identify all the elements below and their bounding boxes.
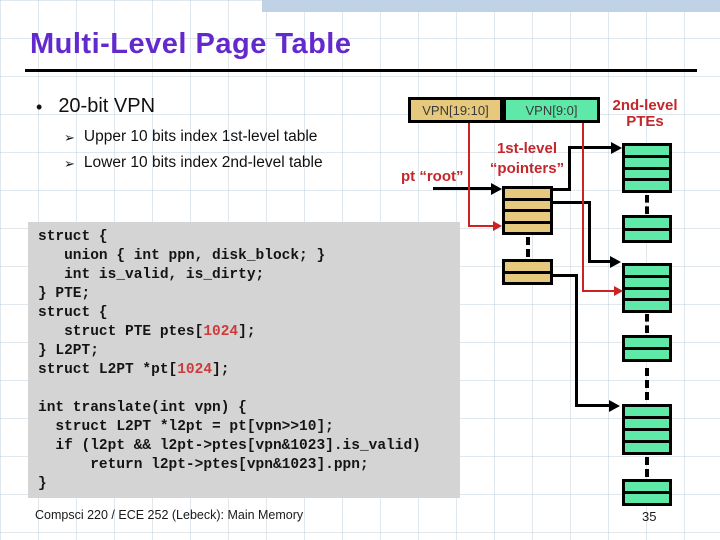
second-level-pte-table-3 xyxy=(622,404,672,455)
sub-bullet-lower-bits: ➢ Lower 10 bits index 2nd-level table xyxy=(64,154,323,173)
bullet-dot-icon: • xyxy=(36,97,43,117)
second-level-pte-table-2-more xyxy=(622,335,672,362)
arrow-l1-to-pte1-seg xyxy=(568,146,612,149)
sub-bullet-label: Lower 10 bits index 2nd-level table xyxy=(83,154,323,171)
table-row xyxy=(505,273,550,282)
ellipsis-dash xyxy=(645,457,649,477)
sub-bullet-upper-bits: ➢ Upper 10 bits index 1st-level table xyxy=(64,128,317,147)
table-row xyxy=(625,146,669,155)
table-row xyxy=(625,419,669,428)
code-line: int translate(int vpn) { xyxy=(38,400,247,416)
table-row xyxy=(625,431,669,440)
table-row xyxy=(505,200,550,209)
vpn-high-bits-label: VPN[19:10] xyxy=(422,102,489,118)
table-row xyxy=(625,277,669,287)
arrow-l1-to-pte1-seg xyxy=(568,146,571,191)
pt-root-label: pt “root” xyxy=(401,168,464,185)
table-row xyxy=(625,301,669,310)
table-row xyxy=(625,482,669,491)
table-row xyxy=(625,230,669,240)
table-row xyxy=(625,218,669,228)
table-row xyxy=(625,338,669,347)
code-line: struct { xyxy=(38,305,108,321)
code-line: } PTE; xyxy=(38,286,91,302)
code-line: struct L2PT *pt[1024]; xyxy=(38,362,230,378)
arrow-pt-root-to-l1 xyxy=(433,187,491,190)
slide-page-number: 35 xyxy=(642,509,657,524)
arrow-l1-to-pte2-seg xyxy=(588,260,611,263)
code-block: struct { union { int ppn, disk_block; } … xyxy=(28,222,460,498)
vpn-high-index-line xyxy=(468,123,470,227)
arrowhead-icon xyxy=(611,142,622,154)
second-level-label: 2nd-level PTEs xyxy=(601,98,689,130)
arrow-l1-to-pte2-seg xyxy=(588,201,591,263)
code-line: } xyxy=(38,476,47,492)
code-line: if (l2pt && l2pt->ptes[vpn&1023].is_vali… xyxy=(38,438,421,454)
vpn-high-bits-box: VPN[19:10] xyxy=(408,97,503,123)
second-level-label-line2: PTEs xyxy=(626,113,664,130)
arrow-bullet-icon: ➢ xyxy=(64,130,75,145)
code-line: return l2pt->ptes[vpn&1023].ppn; xyxy=(38,457,369,473)
table-row xyxy=(625,407,669,416)
arrowhead-icon xyxy=(609,400,620,412)
vpn-low-index-line xyxy=(582,123,584,292)
table-row xyxy=(625,443,669,452)
bullet-20-bit-vpn: • 20-bit VPN xyxy=(36,95,155,119)
ellipsis-dash xyxy=(645,314,649,333)
red-arrowhead-icon xyxy=(614,286,623,296)
arrow-l1-to-pte2-seg xyxy=(553,201,591,204)
first-level-label-line1: 1st-level xyxy=(496,140,558,157)
arrow-l1-to-pte3-seg xyxy=(575,404,610,407)
bullet-main-label: 20-bit VPN xyxy=(58,95,156,117)
table-row xyxy=(625,169,669,179)
second-level-pte-table-1 xyxy=(622,143,672,193)
table-row xyxy=(505,212,550,221)
table-row xyxy=(505,262,550,271)
code-line: struct PTE ptes[1024]; xyxy=(38,324,256,340)
arrow-l1-to-pte3-seg xyxy=(575,274,578,407)
table-row xyxy=(625,266,669,275)
code-line: union { int ppn, disk_block; } xyxy=(38,248,326,264)
table-row xyxy=(625,350,669,359)
first-level-table xyxy=(502,186,553,235)
ellipsis-dash xyxy=(526,237,530,257)
table-row xyxy=(625,494,669,503)
top-accent-band xyxy=(262,0,720,12)
arrowhead-icon xyxy=(491,183,502,195)
vpn-low-bits-label: VPN[9:0] xyxy=(525,102,578,118)
second-level-pte-table-1-more xyxy=(622,215,672,243)
code-lines: struct { union { int ppn, disk_block; } … xyxy=(38,228,460,494)
table-row xyxy=(625,157,669,167)
vpn-low-index-line xyxy=(582,290,615,292)
footer-course-label: Compsci 220 / ECE 252 (Lebeck): Main Mem… xyxy=(35,508,304,522)
ellipsis-dash xyxy=(645,368,649,400)
page-title: Multi-Level Page Table xyxy=(30,28,352,60)
second-level-pte-table-2 xyxy=(622,263,672,313)
second-level-pte-table-3-more xyxy=(622,479,672,506)
code-line: } L2PT; xyxy=(38,343,99,359)
code-line: struct L2PT *l2pt = pt[vpn>>10]; xyxy=(38,419,334,435)
table-row xyxy=(505,223,550,232)
sub-bullet-label: Upper 10 bits index 1st-level table xyxy=(83,128,318,145)
vpn-high-index-line xyxy=(468,225,494,227)
arrow-bullet-icon: ➢ xyxy=(64,156,75,171)
code-line: struct { xyxy=(38,229,108,245)
first-level-label-line2: “pointers” xyxy=(489,160,565,177)
second-level-label-line1: 2nd-level xyxy=(612,97,678,114)
table-row xyxy=(625,181,669,190)
table-row xyxy=(625,289,669,299)
first-level-table-more xyxy=(502,259,553,285)
table-row xyxy=(505,189,550,198)
code-line xyxy=(38,380,460,399)
arrow-l1-to-pte3-seg xyxy=(553,274,578,277)
code-line: int is_valid, is_dirty; xyxy=(38,267,265,283)
ellipsis-dash xyxy=(645,195,649,214)
vpn-low-bits-box: VPN[9:0] xyxy=(503,97,600,123)
arrowhead-icon xyxy=(610,256,621,268)
arrow-l1-to-pte1-seg xyxy=(553,188,571,191)
title-underline xyxy=(25,69,697,72)
first-level-label: 1st-level “pointers” xyxy=(477,139,577,179)
red-arrowhead-icon xyxy=(493,221,502,231)
